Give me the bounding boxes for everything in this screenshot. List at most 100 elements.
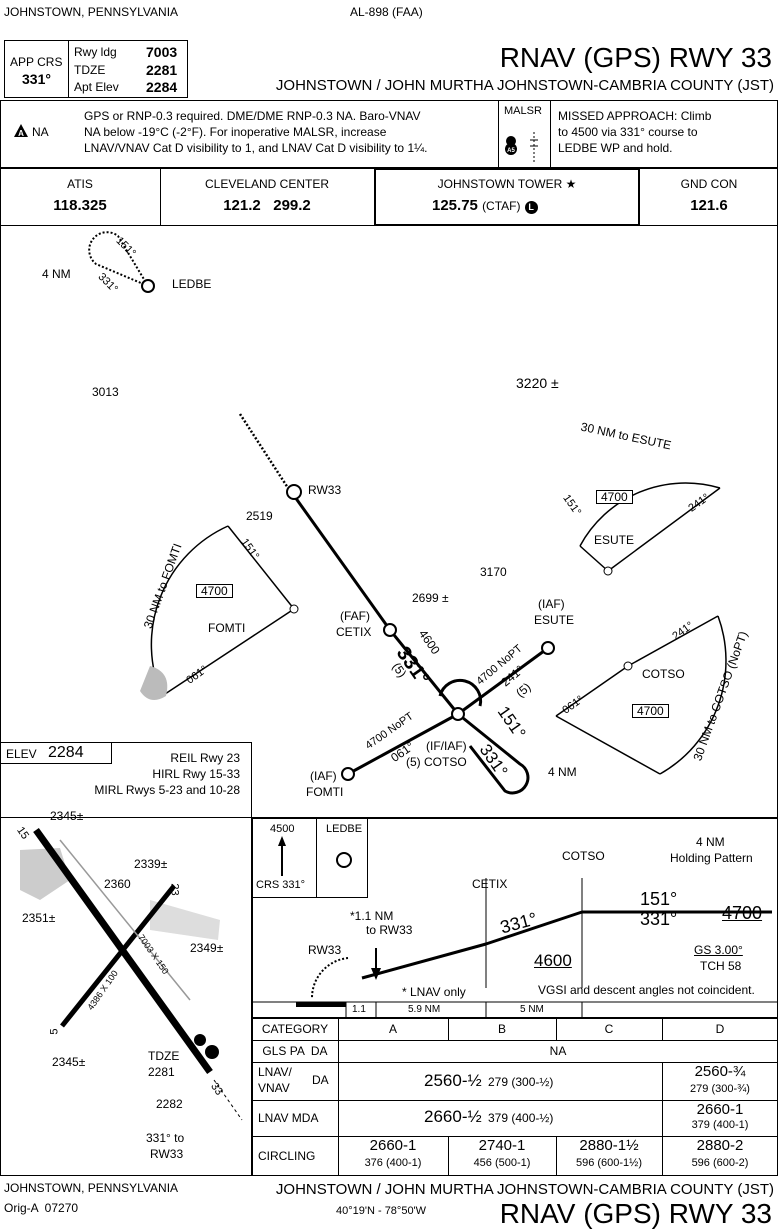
rwy-23-label: 23: [168, 883, 181, 896]
na-triangle-icon: A: [14, 124, 28, 142]
tdze: 2281: [146, 62, 178, 78]
holding-pattern: Holding Pattern: [670, 851, 753, 865]
footer-title: RNAV (GPS) RWY 33: [499, 1198, 772, 1229]
airport-name: JOHNSTOWN / JOHN MURTHA JOHNSTOWN-CAMBRI…: [275, 77, 774, 94]
footer-coords: 40°19'N - 78°50'W: [336, 1205, 427, 1217]
min-circ-d-hat: 596 (600-2): [691, 1157, 749, 1169]
svg-text:A: A: [18, 129, 24, 137]
fomti-taa-label: FOMTI: [208, 621, 246, 635]
min-circ-a-hat: 376 (400-1): [364, 1157, 422, 1169]
obstacle-3013: 3013: [92, 385, 119, 399]
lighting-line-1: REIL Rwy 23: [170, 751, 240, 765]
notes-line-1: GPS or RNP-0.3 required. DME/DME RNP-0.3…: [84, 109, 421, 123]
footer-amendment: Orig-A 07270: [4, 1201, 79, 1215]
gnd-freq: 121.6: [690, 197, 728, 214]
rwy-5-label: 5: [48, 1028, 61, 1035]
notes-line-3: LNAV/VNAV Cat D visibility to 1, and LNA…: [84, 141, 428, 155]
min-cat-b: B: [497, 1022, 506, 1036]
cetix-label: CETIX: [336, 625, 372, 639]
tower-ctaf: (CTAF): [482, 199, 521, 213]
center-label: CLEVELAND CENTER: [204, 177, 330, 191]
profile-drawing: [252, 836, 778, 1018]
min-lnav-vnav-label: LNAV/: [258, 1065, 292, 1079]
obstacle-2699: 2699 ±: [412, 591, 449, 605]
tower-freq-row: 125.75 (CTAF) L: [432, 198, 538, 214]
faf-label: (FAF): [340, 609, 370, 623]
profile-note-11b: to RW33: [366, 923, 413, 937]
na-label: NA: [32, 125, 49, 139]
profile-tch: TCH 58: [700, 959, 742, 973]
apt-course-note: 331° to: [146, 1131, 185, 1145]
apt-obst-2351: 2351±: [22, 911, 56, 925]
min-circ-d: 2880-2: [696, 1137, 744, 1154]
profile-ledbe: LEDBE: [326, 823, 363, 835]
lighting-line-2: HIRL Rwy 15-33: [152, 767, 240, 781]
profile-alt-4600: 4600: [534, 951, 572, 970]
profile-cotso: COTSO: [562, 849, 605, 863]
profile-vgsi-note: VGSI and descent angles not coincident.: [538, 983, 755, 997]
malsr-label: MALSR: [504, 105, 542, 117]
min-circ-c: 2880-1½: [579, 1137, 639, 1154]
procedure-title: RNAV (GPS) RWY 33: [499, 42, 772, 73]
min-circ-c-hat: 596 (600-1½): [575, 1157, 643, 1169]
footer-city-state: JOHNSTOWN, PENNSYLVANIA: [4, 1181, 179, 1195]
min-circ-b: 2740-1: [478, 1137, 526, 1154]
esute-iaf-label: (IAF): [538, 597, 565, 611]
malsr-lighting-icon: A5: [504, 132, 544, 167]
fomti-iaf-label: (IAF): [310, 769, 337, 783]
profile-cetix: CETIX: [472, 877, 508, 891]
min-gls-label: GLS PA DA: [262, 1044, 328, 1058]
pcl-badge: L: [524, 201, 538, 214]
profile-dist-2: 5.9 NM: [408, 1004, 441, 1015]
elev-box: [0, 742, 112, 764]
min-cat-d: D: [715, 1022, 725, 1036]
cotso-if-iaf: (IF/IAF): [426, 739, 467, 753]
apt-elev: 2284: [146, 79, 178, 95]
min-lv-d: 2560-¾: [694, 1063, 746, 1080]
fomti-msa: 4700: [196, 584, 233, 598]
min-gls-value: NA: [549, 1044, 567, 1058]
apt-tdze-label: TDZE: [148, 1049, 180, 1063]
apt-obst-2345-s: 2345±: [52, 1055, 86, 1069]
min-lv-d-hat: 279 (300-¾): [690, 1083, 750, 1095]
notes-line-2: NA below -19°C (-2°F). For inoperative M…: [84, 125, 387, 139]
profile-dist-1: 1.1: [352, 1004, 366, 1015]
rwy-ldg-label: Rwy ldg: [74, 45, 117, 59]
esute-msa: 4700: [596, 490, 633, 504]
profile-rw33: RW33: [308, 943, 342, 957]
gnd-label: GND CON: [680, 177, 738, 191]
center-freq: 121.2 299.2: [223, 197, 311, 214]
min-lnav-mda-label: LNAV MDA: [258, 1111, 319, 1125]
holding-dist: 4 NM: [696, 835, 725, 849]
rw33-label: RW33: [308, 483, 342, 497]
obstacle-3220: 3220 ±: [516, 375, 559, 391]
fomti-iaf-name: FOMTI: [306, 785, 344, 799]
apt-obst-2360: 2360: [104, 877, 131, 891]
cotso-msa: 4700: [632, 704, 669, 718]
apt-obst-2349: 2349±: [190, 941, 224, 955]
profile-alt-4700: 4700: [722, 903, 763, 923]
plan-view-drawing: [88, 231, 727, 795]
min-lv-abc: 2560-½: [424, 1071, 482, 1090]
min-da-label: DA: [312, 1073, 329, 1087]
apt-obst-2339: 2339±: [134, 857, 168, 871]
profile-crs-151: 151°: [640, 889, 678, 909]
tower-freq: 125.75: [432, 197, 478, 214]
ledbe-label: LEDBE: [172, 277, 212, 291]
app-crs-label: APP CRS: [10, 55, 63, 69]
cotso-if-name: (5) COTSO: [406, 755, 467, 769]
min-cat-c: C: [604, 1022, 614, 1036]
profile-climb-alt: 4500: [270, 823, 295, 835]
apt-elev-label: Apt Elev: [74, 80, 119, 94]
esute-iaf-name: ESUTE: [534, 613, 575, 627]
min-lm-abc: 2660-½: [424, 1107, 482, 1126]
app-crs: 331°: [22, 71, 51, 87]
obstacle-2519: 2519: [246, 509, 273, 523]
cotso-taa-label: COTSO: [642, 667, 685, 681]
airport-diagram: [0, 742, 252, 1176]
profile-gs: GS 3.00°: [694, 943, 743, 957]
min-lm-d-hat: 379 (400-1): [691, 1119, 749, 1131]
missed-line-2: to 4500 via 331° course to: [558, 125, 698, 139]
profile-lnav-only: * LNAV only: [402, 985, 466, 999]
tower-label: JOHNSTOWN TOWER ★: [437, 177, 577, 191]
